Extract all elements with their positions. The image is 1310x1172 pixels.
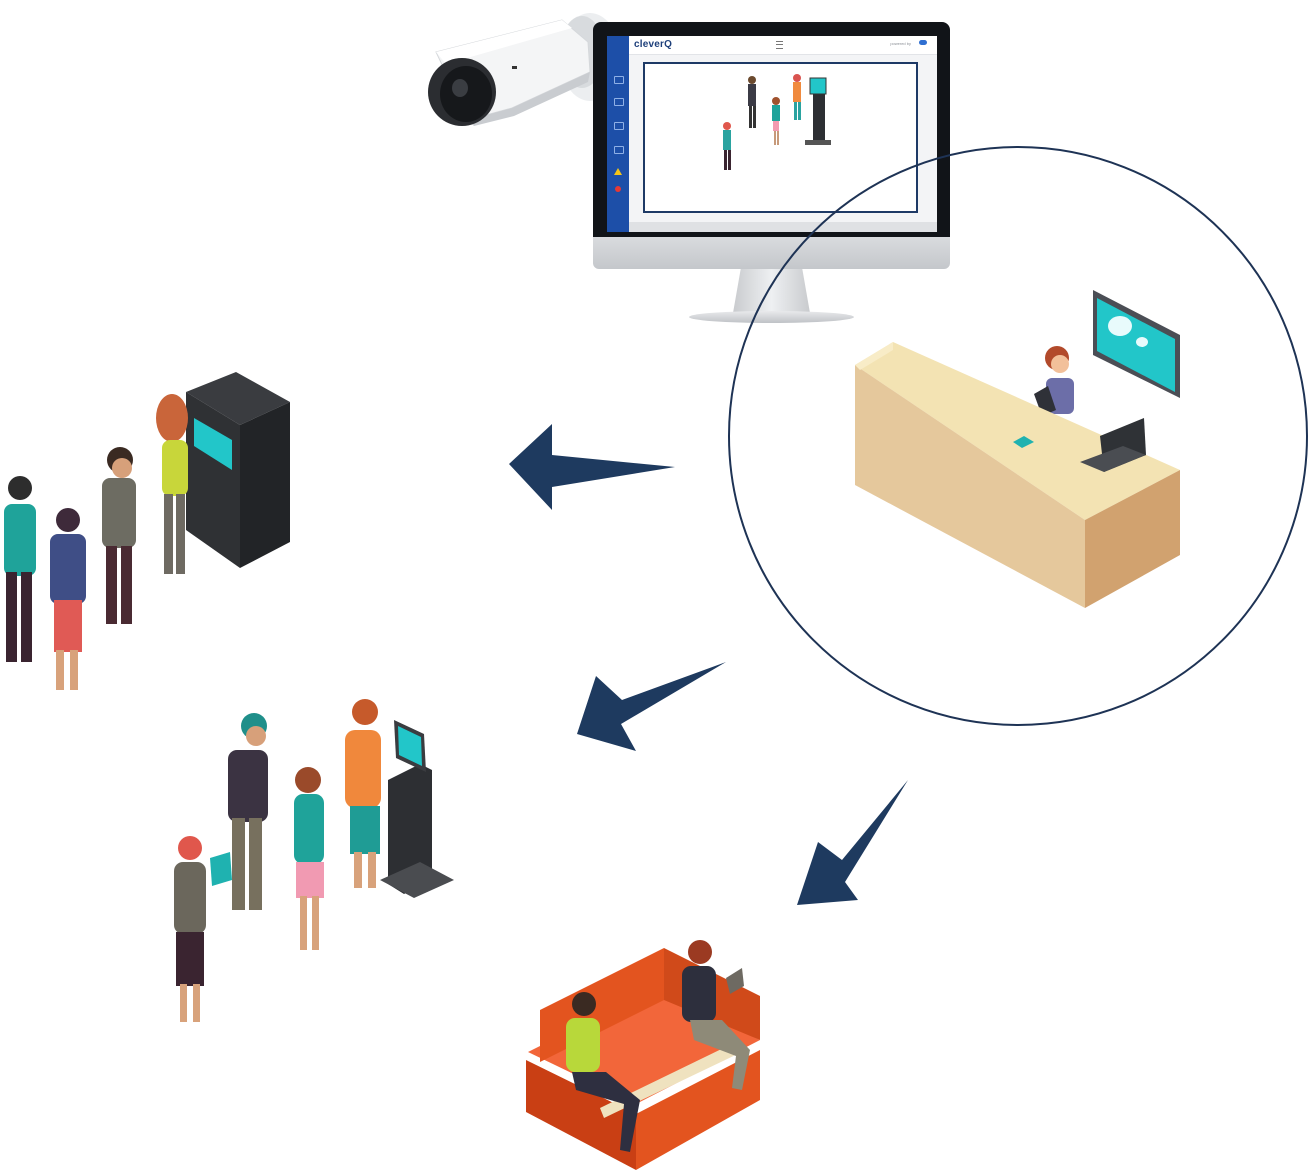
security-camera-icon [412, 2, 642, 132]
powered-by-label: powered by [890, 41, 911, 46]
reception-highlight-circle [728, 146, 1308, 726]
chat-icon[interactable] [614, 98, 624, 106]
warning-icon[interactable] [614, 168, 622, 175]
app-logo[interactable]: cleverQ [634, 39, 673, 50]
monitor-bezel: cleverQ powered by [593, 22, 950, 237]
alert-icon[interactable] [615, 186, 621, 192]
dashboard-topbar: cleverQ powered by [629, 36, 937, 55]
monitor: cleverQ powered by [593, 22, 950, 323]
monitor-icon[interactable] [614, 76, 624, 84]
arrow-to-waiting-area [797, 780, 908, 905]
dashboard-sidebar [607, 36, 629, 232]
calendar-icon[interactable] [614, 122, 624, 130]
camera-feed-illustration [723, 74, 831, 170]
hamburger-menu-icon[interactable] [776, 41, 783, 49]
arrow-to-kiosk-queue [509, 424, 675, 510]
arrow-to-ticket-queue [577, 662, 726, 751]
cloud-icon [919, 40, 927, 45]
display-icon[interactable] [614, 146, 624, 154]
